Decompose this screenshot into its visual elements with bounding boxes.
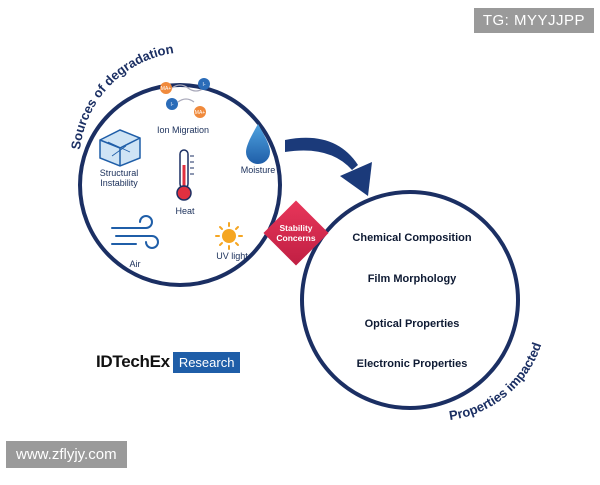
property-optical-properties: Optical Properties (364, 318, 460, 330)
logo-research-box: Research (172, 351, 241, 373)
water-drop-icon (246, 124, 270, 164)
ion-badge-label: I- (202, 82, 205, 88)
stability-concerns-badge (263, 200, 329, 266)
ion-badge-label: I- (170, 102, 173, 108)
flow-arrow-head (340, 162, 372, 196)
iodide-ion-icon (166, 98, 178, 110)
air-label: Air (129, 259, 141, 269)
heat-label: Heat (175, 206, 195, 216)
idtechex-logo: IDTechEx Research (96, 350, 241, 374)
iodide-ion-icon (198, 78, 210, 90)
moisture-label: Moisture (240, 165, 276, 175)
ma-ion-icon (194, 106, 206, 118)
ion-migration-icon: MA+ I- I- MA+ (160, 78, 210, 118)
property-chemical-composition: Chemical Composition (352, 232, 472, 244)
uv-light-label: UV light (216, 251, 248, 261)
wind-icon (111, 215, 159, 249)
stability-concerns-label: Stability Concerns (276, 223, 316, 243)
ion-badge-label: MA+ (195, 110, 206, 116)
thermometer-icon (176, 149, 194, 201)
tg-watermark: TG: MYYJJPP (473, 8, 594, 33)
ion-migration-label: Ion Migration (156, 125, 210, 135)
flow-arrow-body (285, 137, 358, 170)
logo-name: IDTechEx (96, 352, 170, 371)
sun-icon (215, 222, 243, 250)
properties-circle (300, 190, 520, 410)
website-watermark: www.zflyjy.com (6, 441, 127, 468)
ma-ion-icon (160, 82, 172, 94)
cube-icon (99, 129, 141, 167)
property-film-morphology: Film Morphology (367, 273, 457, 285)
ion-badge-label: MA+ (161, 86, 172, 92)
structural-instability-label: Structural Instability (99, 168, 139, 189)
property-electronic-properties: Electronic Properties (356, 358, 468, 370)
